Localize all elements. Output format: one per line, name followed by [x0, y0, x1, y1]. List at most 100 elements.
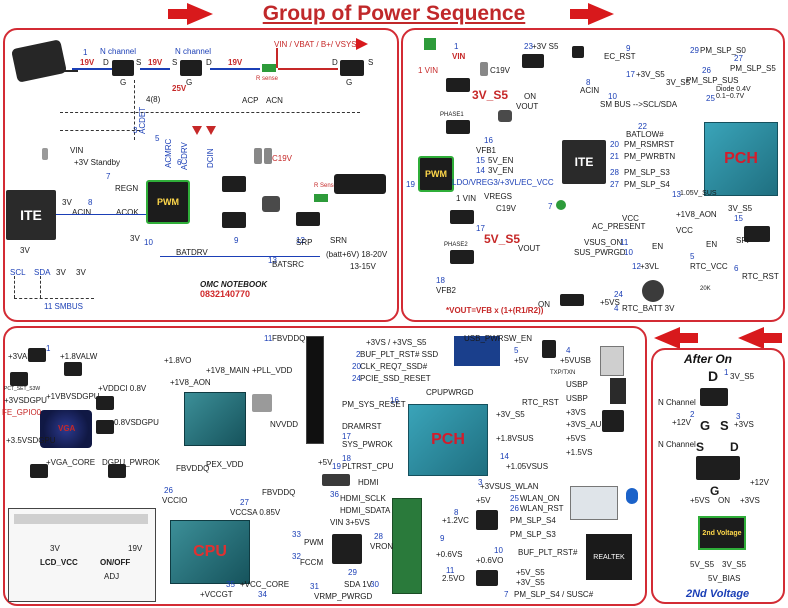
label: VCCIO [162, 496, 188, 505]
label: C19V [496, 204, 517, 213]
gpu-reg-1 [10, 372, 28, 386]
label: 10 [144, 238, 153, 247]
label: ACMRC [164, 138, 173, 168]
label: 5V_BIAS [708, 574, 741, 583]
label: G [120, 78, 127, 87]
label: USBP [566, 380, 588, 389]
label: 5 [514, 346, 519, 355]
label: 4 [566, 346, 571, 355]
label: 3V [56, 268, 66, 277]
r-sense [262, 64, 276, 72]
pch-chip-board: PCH [408, 404, 488, 476]
label: 20 [610, 140, 619, 149]
gpu-reg-2 [96, 396, 114, 410]
label: PM_SLP_S0 [700, 46, 746, 55]
label: +5VS [566, 434, 586, 443]
label: CLK_REQ7_SSD# [360, 362, 428, 371]
label: 20K [700, 286, 711, 292]
label: 5 [155, 134, 160, 143]
label: DGPU_PWROK [102, 458, 160, 467]
label: 1 [46, 344, 51, 353]
label: 1 [83, 48, 88, 57]
label: +5VS [600, 298, 620, 307]
label: Diode 0.4V 0.1~0.7V [716, 86, 751, 100]
vram [252, 394, 272, 412]
label: 25 [510, 494, 519, 503]
label: 1.05V_SUS [680, 190, 717, 197]
inductor [262, 196, 280, 212]
gpu-ldo-1 [28, 348, 46, 362]
label: RTC_BATT 3V [622, 304, 675, 313]
lcd-connector [14, 514, 148, 524]
mosfet-5v-hi [450, 210, 474, 224]
signal-line [60, 130, 140, 131]
label: +1.2VC [442, 516, 469, 525]
gpu-reg-5 [108, 464, 126, 478]
footer-title: 2Nd Voltage [686, 588, 750, 600]
label: VRON [370, 542, 394, 551]
label: 7 [504, 590, 509, 599]
label: 5 [690, 252, 695, 261]
label: D [206, 58, 212, 67]
label: 18 [342, 454, 351, 463]
arrow-stem [678, 333, 698, 343]
label: 9 [234, 236, 239, 245]
label: 10 [608, 92, 617, 101]
label: +1.05VSUS [506, 462, 549, 471]
gpu-reg-3 [96, 420, 114, 434]
label: +0.6VS [436, 550, 463, 559]
page-title: Group of Power Sequence [262, 2, 526, 25]
arrow-stem [570, 9, 590, 19]
label: PM_SLP_S4 [624, 180, 670, 189]
label: PM_SLP_SUS [686, 76, 739, 85]
label: VOUT [516, 102, 539, 111]
logo-phone: 0832140770 [200, 289, 251, 299]
label: +1.5VS [566, 448, 593, 457]
mosfet-hi [222, 176, 246, 192]
label: C19V [272, 154, 293, 163]
label: AC_PRESENT [592, 222, 646, 231]
label: 30 [370, 580, 379, 589]
arrow-right-icon [187, 3, 213, 25]
label: WLAN_ON [520, 494, 560, 503]
label: HDMI_SCLK [340, 494, 386, 503]
label: 8 [586, 78, 591, 87]
label: 26 [510, 504, 519, 513]
label: PM_SLP_S3 [624, 168, 670, 177]
label: CPUPWRGD [426, 388, 474, 397]
label: VFB2 [436, 286, 457, 295]
label: N Channel [658, 398, 696, 407]
label: 15 [476, 156, 485, 165]
label: 3V [130, 234, 140, 243]
adapter-cable [58, 70, 78, 72]
label: 22 [638, 122, 647, 131]
rail-line [210, 68, 260, 70]
label: 19V [148, 58, 163, 67]
arrow-right-icon [588, 3, 614, 25]
mosfet-lo [222, 212, 246, 228]
capacitor [254, 148, 262, 164]
label: WLAN_RST [520, 504, 564, 513]
gpu-core-chip [184, 392, 246, 446]
arrow-left-icon [654, 327, 680, 349]
ddr-reg [476, 510, 498, 530]
label: PM_SLP_S4 / SUSC# [514, 590, 594, 599]
label: EN [652, 242, 664, 251]
rail-line [276, 48, 278, 68]
label: G [710, 484, 720, 498]
label: FE_GPIO0 [2, 408, 42, 417]
label: RTC_RST [742, 272, 779, 281]
mosfet-q3 [340, 60, 364, 76]
label: RTC_RST [522, 398, 559, 407]
label: R sense [256, 76, 279, 82]
label: SDA 1V [344, 580, 373, 589]
label: 3V_S5 [722, 560, 747, 569]
label: +1.8VO [164, 356, 192, 365]
bluetooth-icon [626, 488, 638, 504]
label: +3VS [740, 496, 760, 505]
power-button[interactable] [556, 200, 566, 210]
label: 5V_S5 [484, 232, 521, 246]
label: N Channel [658, 440, 696, 449]
label: SDA [34, 268, 51, 277]
label: BUF_PLT_RST# SSD [360, 350, 439, 359]
